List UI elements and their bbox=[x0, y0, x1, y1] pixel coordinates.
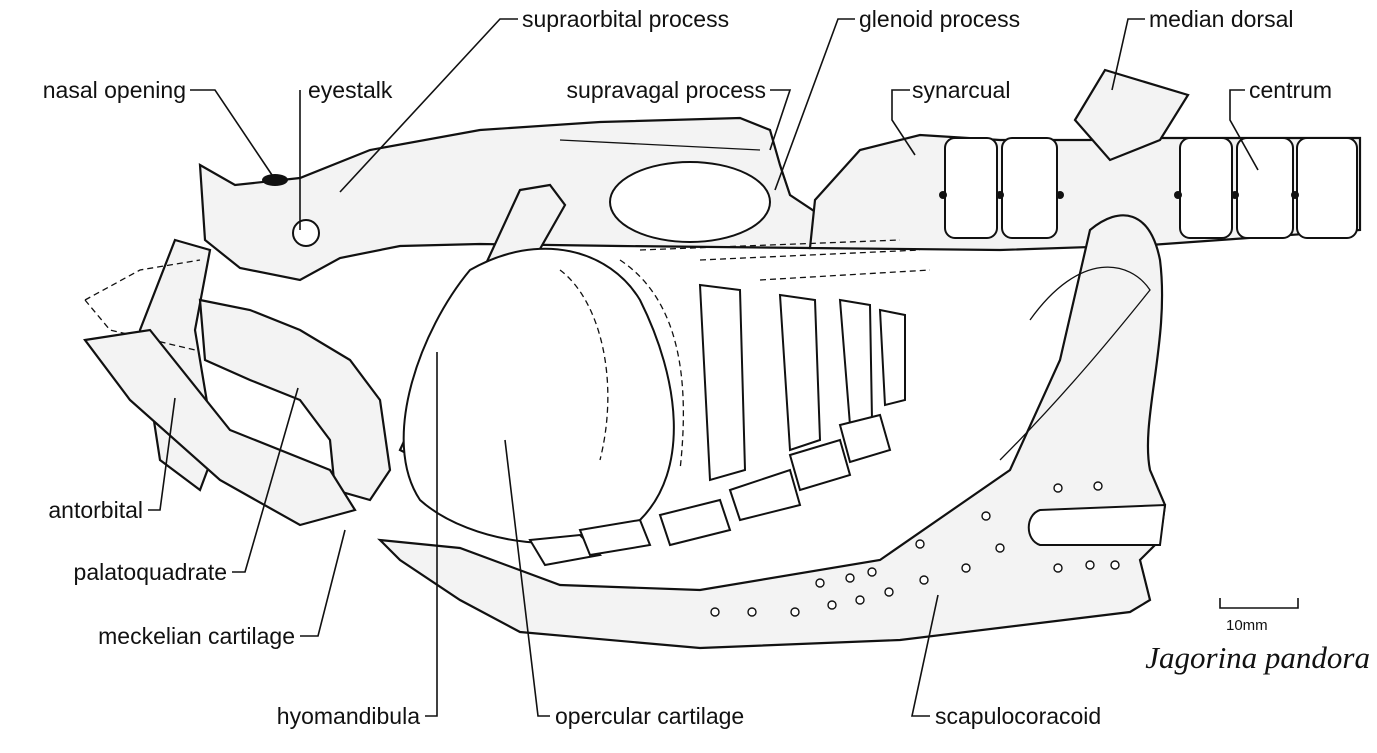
ceratobranchials bbox=[528, 413, 892, 567]
label-hyomandibula: hyomandibula bbox=[277, 703, 420, 729]
gill-arches bbox=[559, 239, 931, 482]
label-scapulocoracoid: scapulocoracoid bbox=[935, 703, 1101, 729]
label-glenoid-process: glenoid process bbox=[859, 6, 1020, 32]
snout-cartilage bbox=[84, 259, 201, 351]
leader-lines bbox=[148, 18, 1259, 717]
scale-bar-label: 10mm bbox=[1226, 617, 1268, 634]
label-eyestalk: eyestalk bbox=[308, 77, 393, 103]
median-dorsal bbox=[1073, 68, 1190, 162]
label-meckelian-cartilage: meckelian cartilage bbox=[98, 623, 295, 649]
label-supraorbital-process: supraorbital process bbox=[522, 6, 729, 32]
scapulocoracoid-foramina bbox=[710, 481, 1120, 617]
palatoquadrate bbox=[198, 298, 392, 502]
label-supravagal-process: supravagal process bbox=[567, 77, 766, 103]
eyestalk-mark bbox=[292, 219, 320, 247]
label-nasal-opening: nasal opening bbox=[43, 77, 186, 103]
nasal-opening-mark bbox=[262, 174, 288, 186]
label-centrum: centrum bbox=[1249, 77, 1332, 103]
label-median-dorsal: median dorsal bbox=[1149, 6, 1293, 32]
label-synarcual: synarcual bbox=[912, 77, 1010, 103]
label-antorbital: antorbital bbox=[48, 497, 143, 523]
label-palatoquadrate: palatoquadrate bbox=[74, 559, 227, 585]
pectoral-fin-base bbox=[999, 266, 1151, 461]
centra bbox=[939, 137, 1358, 239]
opercular-cartilage bbox=[402, 247, 675, 545]
coracoid-slot bbox=[1027, 503, 1167, 546]
diagram-title: Jagorina pandora bbox=[1145, 640, 1370, 675]
supravagal-ridge bbox=[559, 139, 761, 151]
label-opercular-cartilage: opercular cartilage bbox=[555, 703, 744, 729]
meckelian-cartilage bbox=[83, 328, 357, 527]
orbit-fossa bbox=[609, 161, 771, 243]
scapulocoracoid bbox=[377, 214, 1167, 650]
scale-bar bbox=[1219, 598, 1299, 609]
